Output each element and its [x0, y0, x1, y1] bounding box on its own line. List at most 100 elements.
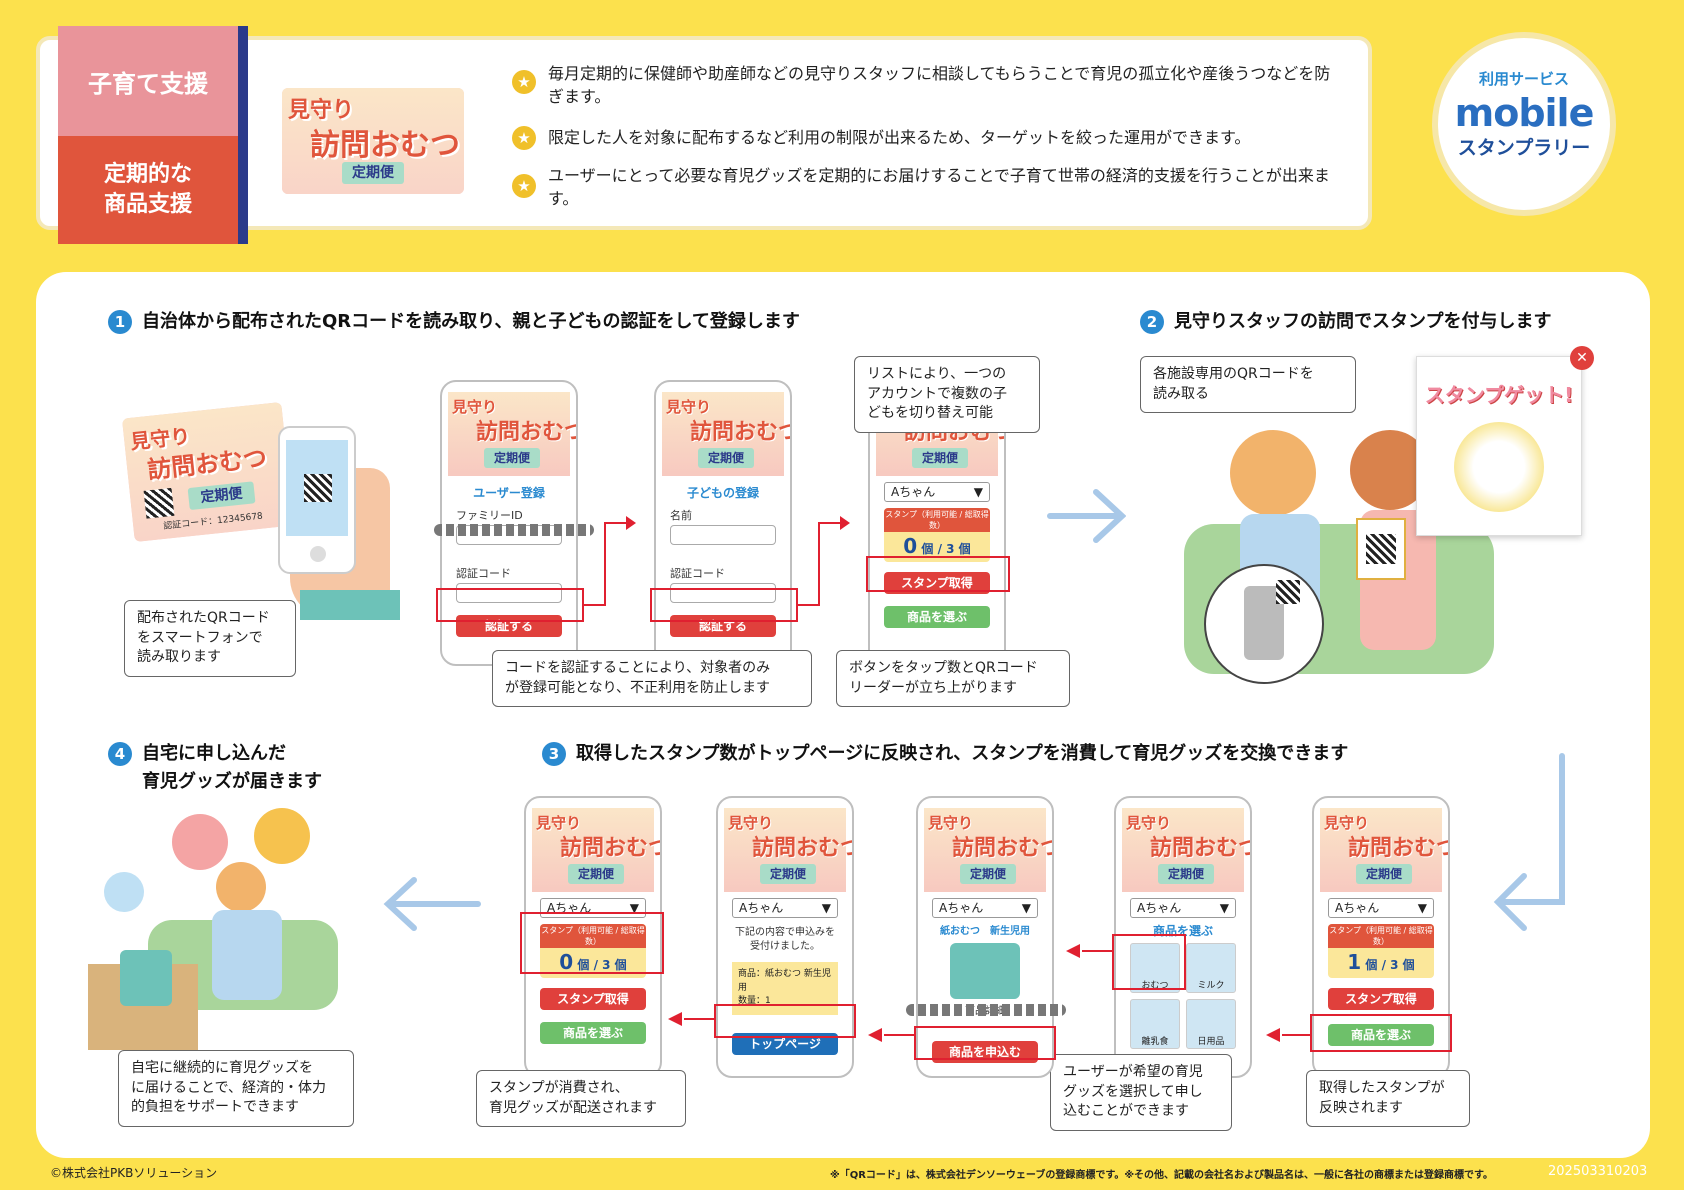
qr-poster-illustration [1356, 518, 1406, 580]
child-select[interactable]: Aちゃん▼ [1130, 898, 1236, 918]
get-stamp-button[interactable]: スタンプ取得 [540, 988, 646, 1010]
callout-home-delivery: 自宅に継続的に育児グッズを に届けることで、経済的・体力 的負担をサポートできま… [118, 1050, 354, 1127]
confirm-message: 下記の内容で申込みを 受付けました。 [735, 927, 835, 952]
callout-auth: コードを認証することにより、対象者のみ が登録可能となり、不正利用を防止します [492, 650, 812, 708]
product-daily-goods[interactable]: 日用品 [1186, 999, 1236, 1049]
child-select[interactable]: Aちゃん▼ [884, 482, 990, 502]
callout-stamp-reflect: 取得したスタンプが 反映されます [1306, 1070, 1470, 1128]
highlight-box [1310, 1014, 1452, 1052]
get-stamp-button[interactable]: スタンプ取得 [1328, 988, 1434, 1010]
phone-user-registration: 見守り訪問おむつ定期便 ユーザー登録 ファミリーID 認証コード 認証する [440, 380, 578, 666]
screen-title: 子どもの登録 [686, 486, 759, 500]
qr-code-icon [143, 487, 175, 519]
category-tag-product-support: 定期的な 商品支援 [58, 136, 238, 244]
field-label: 認証コード [456, 567, 511, 580]
arrow-right-icon [840, 516, 850, 530]
child-select[interactable]: Aちゃん▼ [540, 898, 646, 918]
step-4-title-line2: 育児グッズが届きます [142, 771, 322, 792]
qr-code-icon [1276, 580, 1300, 604]
header-card [36, 36, 1372, 230]
arrow-left-icon [382, 876, 482, 936]
mother-illustration [216, 862, 266, 912]
service-label: 利用サービス [1478, 70, 1569, 88]
name-field[interactable] [670, 525, 776, 545]
highlight-box [436, 588, 584, 622]
milk-bottle-icon [172, 814, 228, 870]
get-stamp-button[interactable]: スタンプ取得 [884, 572, 990, 594]
product-diaper[interactable]: おむつ [1130, 943, 1180, 993]
stamp-counter: スタンプ（利用可能 / 総取得数）0 個 / 3 個 [884, 508, 990, 562]
star-icon: ★ [512, 126, 536, 150]
zoom-circle-illustration [1204, 564, 1324, 684]
highlight-box [866, 556, 1010, 592]
diaper-icon [254, 808, 310, 864]
rabbit-stamp-icon [1454, 422, 1544, 512]
arrow-left-icon [868, 1028, 882, 1042]
auth-code-field[interactable] [456, 583, 562, 603]
step-3-title: 取得したスタンプ数がトップページに反映され、スタンプを消費して育児グッズを交換で… [576, 743, 1349, 764]
arrow-left-icon [1066, 944, 1080, 958]
app-logo: 見守り訪問おむつ定期便 [1122, 808, 1250, 892]
child-select[interactable]: Aちゃん▼ [932, 898, 1038, 918]
category-tag-childcare: 子育て支援 [58, 26, 238, 136]
arrow-left-icon [1266, 1028, 1280, 1042]
app-logo: 見守り訪問おむつ定期便 [724, 808, 852, 892]
screen-title: ユーザー登録 [473, 486, 545, 500]
app-logo: 見守り訪問おむつ定期便 [662, 392, 790, 476]
feature-bullet-1: 毎月定期的に保健師や助産師などの見守りスタッフに相談してもらうことで育児の孤立化… [548, 64, 1331, 107]
star-icon: ★ [512, 174, 536, 198]
top-page-button[interactable]: トップページ [732, 1032, 838, 1055]
product-milk[interactable]: ミルク [1186, 943, 1236, 993]
cut-line [906, 1004, 1066, 1016]
dropdown-icon: ▼ [629, 901, 639, 915]
service-brand: mobile [1454, 91, 1595, 135]
app-logo: 見守り訪問おむつ定期便 [532, 808, 660, 892]
step-4-title-line1: 自宅に申し込んだ [142, 743, 286, 764]
diaper-product-image [950, 943, 1020, 999]
highlight-box [650, 588, 798, 622]
child-select[interactable]: Aちゃん▼ [1328, 898, 1434, 918]
app-logo: 見守り訪問おむつ定期便 [924, 808, 1052, 892]
step-4-number: 4 [108, 742, 132, 766]
choose-product-button[interactable]: 商品を選ぶ [1328, 1024, 1434, 1046]
step-3-number: 3 [542, 742, 566, 766]
trademark-note: ※「QRコード」は、株式会社デンソーウェーブの登録商標です。※その他、記載の会社… [830, 1170, 1494, 1181]
field-label: 名前 [670, 509, 692, 522]
dropdown-icon: ▼ [1021, 901, 1031, 915]
arrow-right-icon [626, 516, 636, 530]
choose-product-button[interactable]: 商品を選ぶ [884, 606, 990, 628]
app-logo: 見守り訪問おむつ定期便 [448, 392, 576, 476]
product-title: 紙おむつ 新生児用 [940, 926, 1030, 937]
child-select[interactable]: Aちゃん▼ [732, 898, 838, 918]
service-badge: 利用サービス mobile スタンプラリー [1432, 32, 1616, 216]
phone-child-registration: 見守り訪問おむつ定期便 子どもの登録 名前 認証コード 認証する [654, 380, 792, 666]
service-logo: 見守り 訪問おむつ 定期便 [282, 88, 464, 194]
highlight-box [714, 1004, 856, 1038]
document-id: 202503310203 [1548, 1164, 1648, 1179]
mother-illustration [1230, 430, 1316, 516]
apply-product-button[interactable]: 商品を申込む [932, 1041, 1038, 1063]
product-babyfood[interactable]: 離乳食 [1130, 999, 1180, 1049]
choose-product-button[interactable]: 商品を選ぶ [540, 1022, 646, 1044]
tag-divider [238, 26, 248, 244]
stamp-counter: スタンプ（利用可能 / 総取得数）0 個 / 3 個 [540, 924, 646, 978]
feature-bullet-3: ユーザーにとって必要な育児グッズを定期的にお届けすることで子育て世帯の経済的支援… [548, 166, 1330, 209]
arrow-right-icon [1046, 488, 1127, 543]
callout-facility-qr: 各施設専用のQRコードを 読み取る [1140, 356, 1356, 414]
close-icon[interactable]: ✕ [1570, 346, 1594, 370]
sleeve-illustration [300, 590, 400, 620]
copyright: ©株式会社PKBソリューション [50, 1166, 218, 1180]
auth-code-field[interactable] [670, 583, 776, 603]
field-label: ファミリーID [456, 509, 523, 522]
cut-line [434, 524, 594, 536]
feature-bullet-2: 限定した人を対象に配布するなど利用の制限が出来るため、ターゲットを絞った運用がで… [548, 128, 1251, 147]
phone-stamp-consumed: 見守り訪問おむつ定期便 Aちゃん▼ スタンプ（利用可能 / 総取得数）0 個 /… [524, 796, 662, 1078]
star-icon: ★ [512, 70, 536, 94]
phone-order-confirm: 見守り訪問おむつ定期便 Aちゃん▼ 下記の内容で申込みを 受付けました。 商品：… [716, 796, 854, 1078]
dropdown-icon: ▼ [973, 485, 983, 499]
highlight-box [1112, 934, 1186, 990]
highlight-box [914, 1026, 1056, 1060]
arrow-down-left-icon [1490, 752, 1586, 936]
mother-body-illustration [212, 910, 282, 1000]
